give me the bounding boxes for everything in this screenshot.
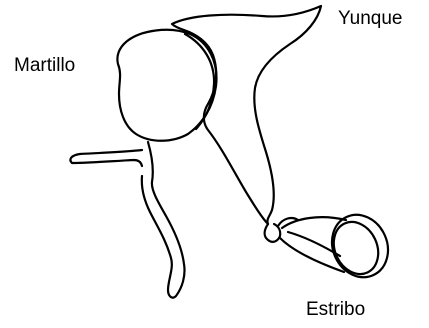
label-martillo: Martillo xyxy=(14,56,75,75)
label-estribo: Estribo xyxy=(306,300,365,319)
label-yunque: Yunque xyxy=(338,9,402,28)
malleus-lateral-process xyxy=(70,150,142,166)
incus-outline xyxy=(172,6,321,224)
malleus-handle xyxy=(142,142,185,298)
